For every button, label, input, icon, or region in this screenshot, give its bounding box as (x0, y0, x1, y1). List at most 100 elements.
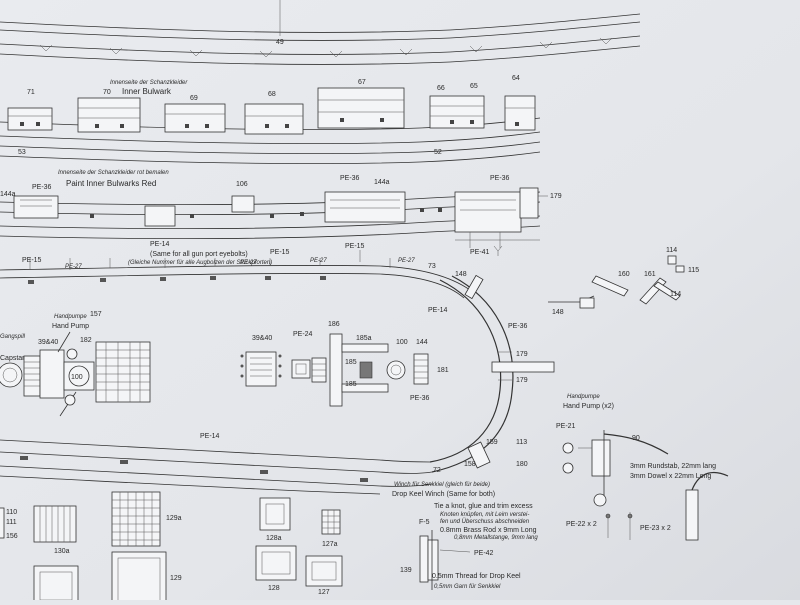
bottom-parts-group: 110 111 156 130a 129a 128a 127a 129 (0, 491, 343, 605)
label-part-115: 115 (688, 267, 699, 274)
strip-part-49: 49 (0, 0, 641, 65)
label-pe15-b: PE-15 (270, 249, 290, 256)
handpump-x2-group: Handpumpe Hand Pump (x2) PE-21 90 3mm Ru… (556, 394, 729, 541)
label-part-53: 53 (18, 149, 26, 156)
note-rod-de: 3mm Rundstab, 22mm lang (630, 463, 716, 470)
capstan-title-de: Gangspill (0, 334, 26, 340)
label-part-161: 161 (644, 271, 656, 278)
label-pe36-a: PE-36 (32, 184, 52, 191)
catheads-group: 148 160 161 114 115 114 (548, 247, 699, 316)
label-part-127: 127 (318, 589, 330, 596)
label-part-100-a: 100 (71, 374, 83, 381)
label-part-157: 157 (90, 311, 102, 318)
label-part-160: 160 (618, 271, 630, 278)
label-pe27-d: PE-27 (398, 258, 415, 264)
note-tie-de1: Knoten knüpfen, mit Leim verstei- (440, 512, 529, 518)
label-part-67: 67 (358, 79, 366, 86)
label-part-106: 106 (236, 181, 248, 188)
capstan-title-en: Capstan (0, 355, 26, 362)
label-part-113: 113 (516, 439, 527, 446)
label-pe14-c: PE-14 (200, 433, 220, 440)
handpump2-title-en: Hand Pump (x2) (563, 403, 614, 410)
label-part-159: 159 (486, 439, 498, 446)
label-part-128a: 128a (266, 535, 282, 542)
label-part-69: 69 (190, 95, 198, 102)
label-pe36-c: PE-36 (490, 175, 510, 182)
label-pe36-e: PE-36 (410, 395, 430, 402)
label-part-70: 70 (103, 89, 111, 96)
handpump-title-en: Hand Pump (52, 323, 89, 330)
label-pe41: PE-41 (470, 249, 490, 256)
center-parts-group: 39&40 PE-24 186 185a 185 185 100 144 181… (240, 321, 449, 407)
label-part-72: 72 (433, 467, 441, 474)
label-part-185a: 185a (356, 335, 372, 342)
label-part-114-a: 114 (666, 247, 677, 254)
label-pe27-b: PE-27 (240, 260, 257, 266)
label-part-90: 90 (632, 435, 640, 442)
label-pe36-b: PE-36 (340, 175, 360, 182)
note-brass-en: 0.8mm Brass Rod x 9mm Long (440, 527, 537, 534)
label-part-127a: 127a (322, 541, 338, 548)
label-part-148-a: 148 (455, 271, 467, 278)
capstan-pump-group: Handpumpe Hand Pump 157 Gangspill Capsta… (0, 311, 151, 417)
label-part-182: 182 (80, 337, 92, 344)
label-part-73: 73 (428, 263, 436, 270)
note-thread-de: 0,5mm Garn für Senkkiel (434, 584, 501, 590)
label-pe42: PE-42 (474, 550, 494, 557)
label-part-3940-b: 39&40 (252, 335, 272, 342)
label-part-148-b: 148 (552, 309, 564, 316)
note-thread-en: 0.5mm Thread for Drop Keel (432, 573, 521, 580)
paint-bulwarks-section: Innenseite der Schanzkleider rot bemalen… (0, 170, 562, 266)
label-part-130a: 130a (54, 548, 70, 555)
label-part-52: 52 (434, 149, 442, 156)
paint-title-de: Innenseite der Schanzkleider rot bemalen (58, 170, 169, 176)
label-part-179-top: 179 (550, 193, 562, 200)
label-part-110: 110 (6, 509, 17, 516)
label-part-128: 128 (268, 585, 280, 592)
note-tie-en: Tie a knot, glue and trim excess (434, 503, 533, 510)
label-part-186: 186 (328, 321, 340, 328)
label-part-181: 181 (437, 367, 449, 374)
label-part-68: 68 (268, 91, 276, 98)
label-part-179-b: 179 (516, 377, 528, 384)
label-part-180: 180 (516, 461, 528, 468)
label-pe14-b: PE-14 (428, 307, 448, 314)
label-part-158: 158 (464, 461, 476, 468)
note-same-gunport-de: (Gleiche Nummer für alle Augbolzen der S… (128, 260, 272, 266)
label-part-111: 111 (6, 519, 17, 526)
label-part-139: 139 (400, 567, 412, 574)
label-pe36-d: PE-36 (508, 323, 528, 330)
deck-outline: PE-15 PE-27 PE-27 PE-27 PE-27 73 148 PE-… (0, 257, 555, 495)
label-part-185-a: 185 (345, 359, 357, 366)
label-pe24: PE-24 (293, 331, 313, 338)
note-rod-en: 3mm Dowel x 22mm Long (630, 473, 711, 480)
label-pe15-a: PE-15 (22, 257, 42, 264)
label-part-144a-right: 144a (374, 179, 390, 186)
label-pe14-a: PE-14 (150, 241, 170, 248)
label-f5: F-5 (419, 519, 430, 526)
label-part-100-b: 100 (396, 339, 408, 346)
label-part-64: 64 (512, 75, 520, 82)
winch-title-en: Drop Keel Winch (Same for both) (392, 491, 495, 498)
note-brass-de: 0,8mm Metallstange, 9mm lang (454, 535, 538, 541)
label-pe15-c: PE-15 (345, 243, 365, 250)
inner-bulwark-title-de: Innenseite der Schanzkleider (110, 80, 188, 86)
label-part-49: 49 (276, 39, 284, 46)
label-part-65: 65 (470, 83, 478, 90)
paint-title-en: Paint Inner Bulwarks Red (66, 179, 156, 188)
label-pe21: PE-21 (556, 423, 576, 430)
label-part-179-a: 179 (516, 351, 528, 358)
drop-keel-winch-group: Winch für Senkkiel (gleich für beide) Dr… (392, 482, 538, 590)
label-part-144a-left: 144a (0, 191, 16, 198)
label-part-66: 66 (437, 85, 445, 92)
label-pe23: PE-23 x 2 (640, 525, 671, 532)
handpump2-title-de: Handpumpe (567, 394, 600, 400)
note-same-gunport-en: (Same for all gun port eyebolts) (150, 251, 248, 258)
label-pe22: PE-22 x 2 (566, 521, 597, 528)
label-part-156: 156 (6, 533, 18, 540)
note-tie-de2: fen und Überschuss abschneiden (440, 518, 530, 525)
inner-bulwark-section: Innenseite der Schanzkleider Inner Bulwa… (0, 75, 541, 165)
label-part-185-b: 185 (345, 381, 357, 388)
handpump-title-de: Handpumpe (54, 314, 87, 320)
